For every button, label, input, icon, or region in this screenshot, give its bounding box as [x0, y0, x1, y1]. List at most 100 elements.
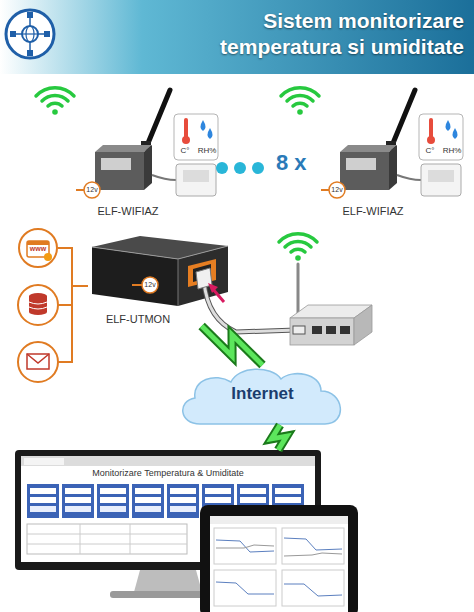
lightning-bolt	[271, 425, 286, 450]
monitor	[27, 484, 59, 518]
tablet	[284, 584, 342, 596]
tablet	[282, 528, 344, 564]
node-label: ELF-UTMON	[88, 313, 188, 326]
monitor	[27, 544, 187, 545]
monitor	[80, 524, 81, 554]
node-label: C°	[419, 146, 441, 156]
service-icons	[19, 229, 57, 267]
tablet	[200, 505, 358, 612]
ellipsis-dots	[216, 162, 264, 174]
controller-illustration	[178, 246, 228, 306]
tablet	[200, 505, 358, 612]
monitor	[130, 524, 131, 554]
service-icons	[27, 354, 49, 363]
router	[354, 305, 372, 345]
logo	[10, 31, 16, 37]
network-cable	[204, 282, 296, 332]
router	[293, 326, 305, 334]
node-label: RH%	[441, 146, 463, 156]
monitor	[132, 484, 164, 518]
ellipsis-dots	[234, 162, 246, 174]
sensor-badge: C°RH%	[419, 114, 463, 160]
tablet	[216, 540, 274, 552]
service-icons	[27, 354, 49, 369]
monitor	[24, 458, 64, 465]
router	[340, 326, 350, 334]
controller-box: ELF-UTMON	[88, 232, 230, 326]
logo	[44, 31, 50, 37]
service-icons	[29, 309, 47, 315]
node-label: RH%	[196, 146, 218, 156]
node-label: C°	[174, 146, 196, 156]
lightning-outline	[202, 326, 263, 365]
sensor-illustration	[321, 90, 463, 198]
logo	[27, 12, 33, 18]
tablet	[210, 516, 348, 612]
lightning-connector	[271, 425, 286, 450]
web-service-circle: www	[18, 228, 58, 268]
node-label: Internet	[175, 384, 350, 404]
router	[297, 264, 300, 318]
tablet	[282, 570, 344, 606]
count-label: 8 x	[276, 150, 307, 176]
service-icons	[18, 342, 58, 382]
monitor-screen: Monitorizare Temperatura & Umiditate	[15, 450, 321, 570]
internet-cloud: Internet	[175, 365, 350, 425]
monitor	[134, 570, 202, 592]
lightning-connector	[202, 326, 263, 365]
tablet	[284, 553, 342, 556]
network-cable	[204, 282, 296, 332]
router	[290, 318, 354, 345]
service-icons	[18, 285, 58, 325]
service-icons	[58, 286, 88, 305]
node-label: Monitorizare Temperatura & Umiditate	[15, 468, 321, 479]
wifi-icon	[281, 88, 319, 115]
power-label: 12v	[327, 185, 347, 195]
service-icons	[27, 241, 49, 245]
node-label: www	[18, 245, 58, 253]
sensor-device: ELF-WIFIAZ	[86, 140, 170, 218]
monitor	[27, 524, 187, 554]
tablet	[216, 545, 274, 548]
wire-line	[58, 248, 88, 286]
tablet	[214, 570, 276, 606]
ellipsis-dots	[252, 162, 264, 174]
tablet	[210, 516, 348, 524]
monitor	[167, 484, 199, 518]
ellipsis-dots	[216, 162, 228, 174]
wire-connector	[58, 248, 88, 286]
tablet	[216, 582, 274, 594]
wifi-icon	[279, 234, 317, 261]
service-icons	[18, 229, 88, 382]
logo	[27, 50, 33, 56]
router	[326, 326, 336, 334]
wifi-icon	[36, 88, 74, 115]
lightning-bolt	[202, 326, 263, 365]
logo	[22, 26, 38, 42]
tablet	[284, 538, 342, 550]
sensor-illustration	[76, 90, 218, 198]
monitor	[21, 456, 315, 466]
router	[290, 264, 372, 345]
logo	[6, 10, 54, 58]
controller-illustration	[178, 259, 179, 306]
header-band	[0, 0, 474, 74]
sensor-badge: C°RH%	[174, 114, 218, 160]
diagram-title: Sistem monitorizare temperatura si umidi…	[144, 8, 464, 61]
service-icons	[29, 302, 47, 309]
tablet	[214, 528, 276, 564]
network-cable	[208, 283, 218, 293]
service-icons	[58, 305, 72, 362]
power-label: 12v	[82, 185, 102, 195]
router	[312, 326, 322, 334]
logo	[6, 10, 54, 58]
network-cable	[196, 268, 296, 332]
power-label: 12v	[140, 280, 160, 290]
lightning-outline	[271, 425, 286, 450]
controller-illustration	[132, 284, 142, 286]
monitor	[62, 484, 94, 518]
monitor	[27, 534, 187, 535]
logo	[14, 33, 46, 35]
